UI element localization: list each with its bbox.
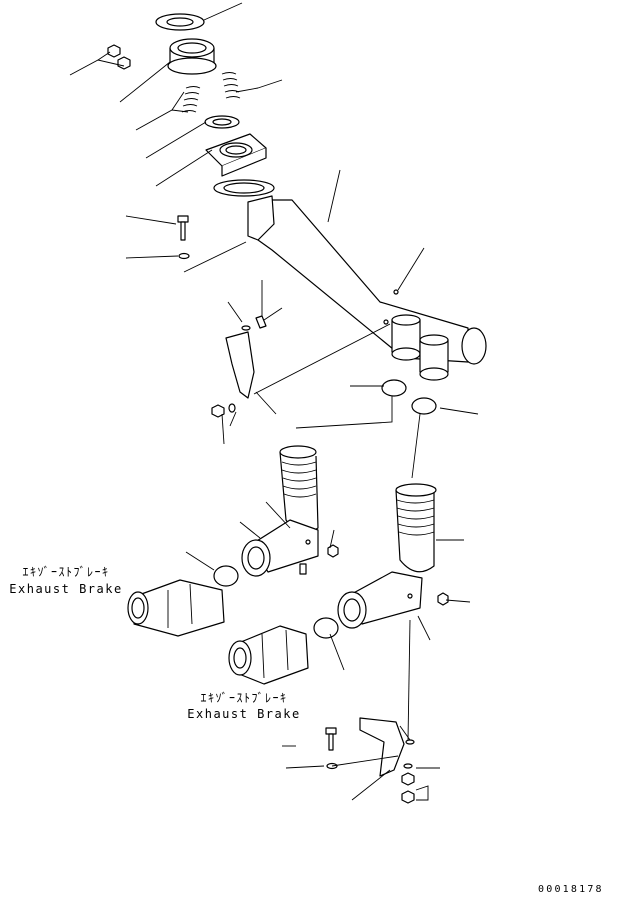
flange-plate xyxy=(205,133,267,177)
pipe-outlets xyxy=(391,314,449,381)
nuts-upper-left xyxy=(107,44,131,70)
exhaust-brake-left-label-jp: ｴｷｿﾞｰｽﾄﾌﾞﾚｰｷ xyxy=(22,565,110,579)
right-bellows-tube xyxy=(395,483,437,573)
top-gasket xyxy=(155,13,205,31)
right-elbow xyxy=(337,571,423,629)
middle-gasket xyxy=(204,115,240,129)
left-bellows-tube xyxy=(279,445,319,534)
flange-pipe xyxy=(167,38,217,75)
clamps xyxy=(381,379,437,415)
right-fittings xyxy=(437,592,449,606)
leader-lines xyxy=(69,2,479,801)
bracket-fasteners xyxy=(211,307,283,418)
document-number: 00018178 xyxy=(538,884,604,895)
exhaust-brake-right-label-en: Exhaust Brake xyxy=(187,707,301,721)
exhaust-brake-right xyxy=(228,617,339,685)
exhaust-brake-left-label-en: Exhaust Brake xyxy=(9,582,123,596)
exhaust-brake-right-label-jp: ｴｷｿﾞｰｽﾄﾌﾞﾚｰｷ xyxy=(200,691,288,705)
left-fittings xyxy=(299,544,339,575)
bottom-bracket xyxy=(325,717,415,804)
exhaust-brake-left xyxy=(127,565,239,637)
bracket xyxy=(225,331,255,399)
springs xyxy=(181,72,241,113)
bolt-washer-upper xyxy=(177,215,190,260)
left-elbow xyxy=(241,519,319,577)
